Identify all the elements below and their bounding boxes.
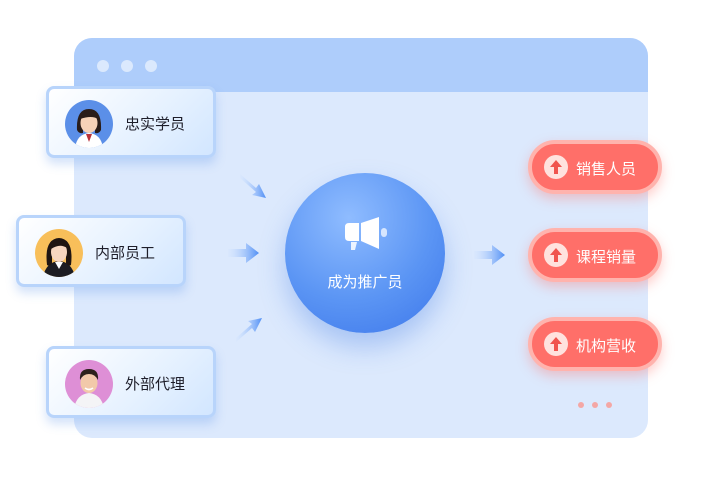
window-dot-icon bbox=[121, 60, 133, 72]
hub-become-promoter[interactable]: 成为推广员 bbox=[285, 173, 445, 333]
outcome-label: 销售人员 bbox=[576, 160, 637, 178]
arrow-right-down-icon bbox=[240, 174, 266, 198]
source-card-internal-staff[interactable]: 内部员工 bbox=[16, 215, 186, 287]
source-card-loyal-students[interactable]: 忠实学员 bbox=[46, 86, 216, 158]
hub-label: 成为推广员 bbox=[327, 273, 403, 291]
arrow-right-up-icon bbox=[236, 318, 262, 342]
source-label: 内部员工 bbox=[95, 244, 156, 262]
arrow-up-icon bbox=[544, 332, 568, 356]
window-dot-icon bbox=[145, 60, 157, 72]
outcome-course-sales[interactable]: 课程销量 bbox=[528, 228, 662, 282]
arrow-up-icon bbox=[544, 243, 568, 267]
arrow-right-icon bbox=[474, 245, 505, 265]
outcome-institution-revenue[interactable]: 机构营收 bbox=[528, 317, 662, 371]
window-dot-icon bbox=[97, 60, 109, 72]
source-label: 外部代理 bbox=[125, 375, 186, 393]
source-card-external-agents[interactable]: 外部代理 bbox=[46, 346, 216, 418]
avatar-girl-icon bbox=[65, 100, 113, 148]
more-dot-icon bbox=[592, 402, 598, 408]
arrow-up-icon bbox=[544, 155, 568, 179]
more-dot-icon bbox=[606, 402, 612, 408]
outcome-sales-staff[interactable]: 销售人员 bbox=[528, 140, 662, 194]
more-dot-icon bbox=[578, 402, 584, 408]
outcome-label: 机构营收 bbox=[576, 337, 637, 355]
megaphone-icon bbox=[345, 217, 387, 250]
arrow-right-icon bbox=[228, 243, 259, 263]
window-title-bar bbox=[74, 38, 648, 92]
source-label: 忠实学员 bbox=[125, 115, 186, 133]
avatar-woman-icon bbox=[35, 229, 83, 277]
avatar-boy-icon bbox=[65, 360, 113, 408]
outcome-label: 课程销量 bbox=[576, 248, 637, 266]
